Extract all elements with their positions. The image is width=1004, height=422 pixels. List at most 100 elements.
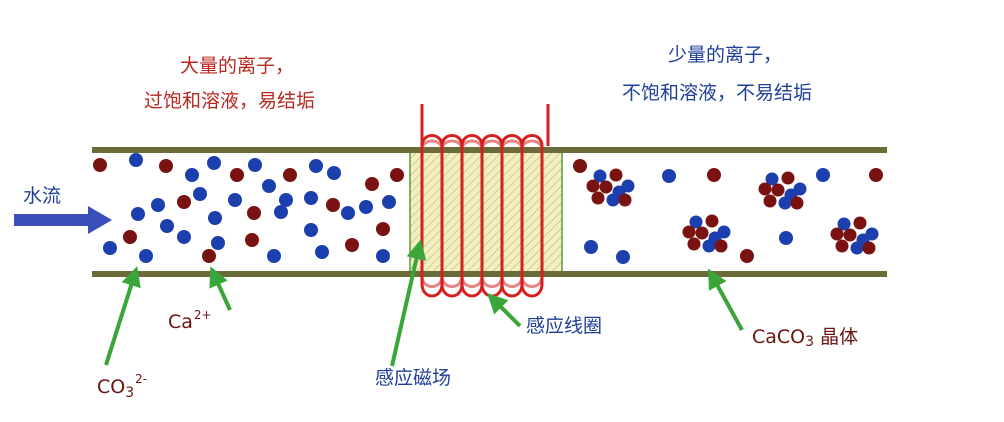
ca-ion xyxy=(345,238,359,252)
caco3-crystal-ion xyxy=(593,169,607,183)
ions-layer xyxy=(93,153,883,264)
co3-ion xyxy=(816,168,830,182)
co3-ion xyxy=(341,206,355,220)
caco3-crystal-ion xyxy=(853,216,867,230)
caco3-crystal-ion xyxy=(758,182,772,196)
caco3-crystal-ion xyxy=(618,193,632,207)
caco3-crystal-ion xyxy=(599,180,613,194)
pointer-co3 xyxy=(104,266,141,366)
label-induction-coil: 感应线圈 xyxy=(526,315,603,337)
co3-ion xyxy=(208,211,222,225)
co3-ion xyxy=(151,198,165,212)
caco3-crystal-ion xyxy=(591,191,605,205)
caco3-crystal-ion xyxy=(862,241,876,255)
co3-ion xyxy=(376,249,390,263)
co3-ion xyxy=(274,205,288,219)
caco3-crystal-ion xyxy=(609,168,623,182)
caco3-crystal-ion xyxy=(778,196,792,210)
ca-ion xyxy=(247,206,261,220)
label-co3: CO32- xyxy=(97,373,147,400)
co3-ion xyxy=(211,236,225,250)
co3-ion xyxy=(327,166,341,180)
label-ca: Ca2+ xyxy=(168,309,212,332)
co3-ion xyxy=(185,168,199,182)
water-flow-label: 水流 xyxy=(23,185,62,207)
pointer-induction-field xyxy=(390,239,427,367)
label-induction-field: 感应磁场 xyxy=(375,367,452,389)
ca-ion xyxy=(202,249,216,263)
caco3-text: CaCO xyxy=(752,326,806,348)
co3-ion xyxy=(228,193,242,207)
caco3-crystal-ion xyxy=(835,239,849,253)
induction-coil xyxy=(420,104,550,298)
ca-ion xyxy=(869,168,883,182)
caco3-crystal-ion xyxy=(790,196,804,210)
caco3-crystal-ion xyxy=(837,217,851,231)
caco3-crystal-ion xyxy=(843,228,857,242)
caco3-crystal-ion xyxy=(606,193,620,207)
flow-arrow-icon xyxy=(14,206,112,234)
left-text-line2: 过饱和溶液，易结垢 xyxy=(144,90,316,112)
co3-ion xyxy=(304,191,318,205)
caco3-subscript: 3 xyxy=(805,334,815,350)
ca-ion xyxy=(740,249,754,263)
co3-ion xyxy=(662,169,676,183)
ca-ion xyxy=(573,159,587,173)
co3-ion xyxy=(193,187,207,201)
co3-ion xyxy=(279,193,293,207)
co3-charge: 2- xyxy=(135,372,148,386)
co3-ion xyxy=(248,158,262,172)
caco3-crystal-ion xyxy=(689,215,703,229)
co3-ion xyxy=(177,230,191,244)
left-text-line1: 大量的离子， xyxy=(180,55,295,77)
co3-ion xyxy=(359,200,373,214)
co3-ion xyxy=(382,195,396,209)
right-text-line2: 不饱和溶液，不易结垢 xyxy=(622,82,813,104)
caco3-crystal-ion xyxy=(687,237,701,251)
right-text-line1: 少量的离子， xyxy=(668,44,783,66)
co3-text: CO xyxy=(97,376,126,398)
ca-ion xyxy=(245,233,259,247)
caco3-crystal-ion xyxy=(765,172,779,186)
ca-ion xyxy=(123,230,137,244)
coil-loop xyxy=(520,134,544,298)
co3-ion xyxy=(309,159,323,173)
ca-ion xyxy=(159,159,173,173)
ca-charge: 2+ xyxy=(193,308,212,322)
ca-ion xyxy=(230,168,244,182)
pipe-top-wall xyxy=(92,147,887,153)
ca-ion xyxy=(707,168,721,182)
pipe-bottom-wall xyxy=(92,271,887,277)
co3-ion xyxy=(315,245,329,259)
caco3-crystal-ion xyxy=(695,226,709,240)
co3-ion xyxy=(129,153,143,167)
pointer-caco3 xyxy=(708,268,744,331)
pointer-induction-coil xyxy=(487,293,522,328)
caco3-crystal-ion xyxy=(850,241,864,255)
caco3-crystal-ion xyxy=(702,239,716,253)
co3-ion xyxy=(779,231,793,245)
caco3-crystal-ion xyxy=(682,225,696,239)
ca-ion xyxy=(283,168,297,182)
ca-ion xyxy=(365,177,379,191)
induction-field-region xyxy=(409,151,563,273)
co3-ion xyxy=(207,156,221,170)
co3-ion xyxy=(616,250,630,264)
co3-ion xyxy=(304,223,318,237)
caco3-crystal-ion xyxy=(705,214,719,228)
caco3-crystal-ion xyxy=(771,183,785,197)
ca-ion xyxy=(390,168,404,182)
co3-ion xyxy=(131,207,145,221)
co3-ion xyxy=(103,241,117,255)
ca-ion xyxy=(326,198,340,212)
caco3-crystal-ion xyxy=(830,227,844,241)
co3-ion xyxy=(267,249,281,263)
caco3-crystal-ion xyxy=(781,171,795,185)
co3-ion xyxy=(139,249,153,263)
co3-ion xyxy=(584,240,598,254)
caco3-crystal: 晶体 xyxy=(814,326,859,348)
label-caco3: CaCO3 晶体 xyxy=(752,326,859,350)
caco3-crystal-ion xyxy=(763,194,777,208)
ca-ion xyxy=(177,195,191,209)
